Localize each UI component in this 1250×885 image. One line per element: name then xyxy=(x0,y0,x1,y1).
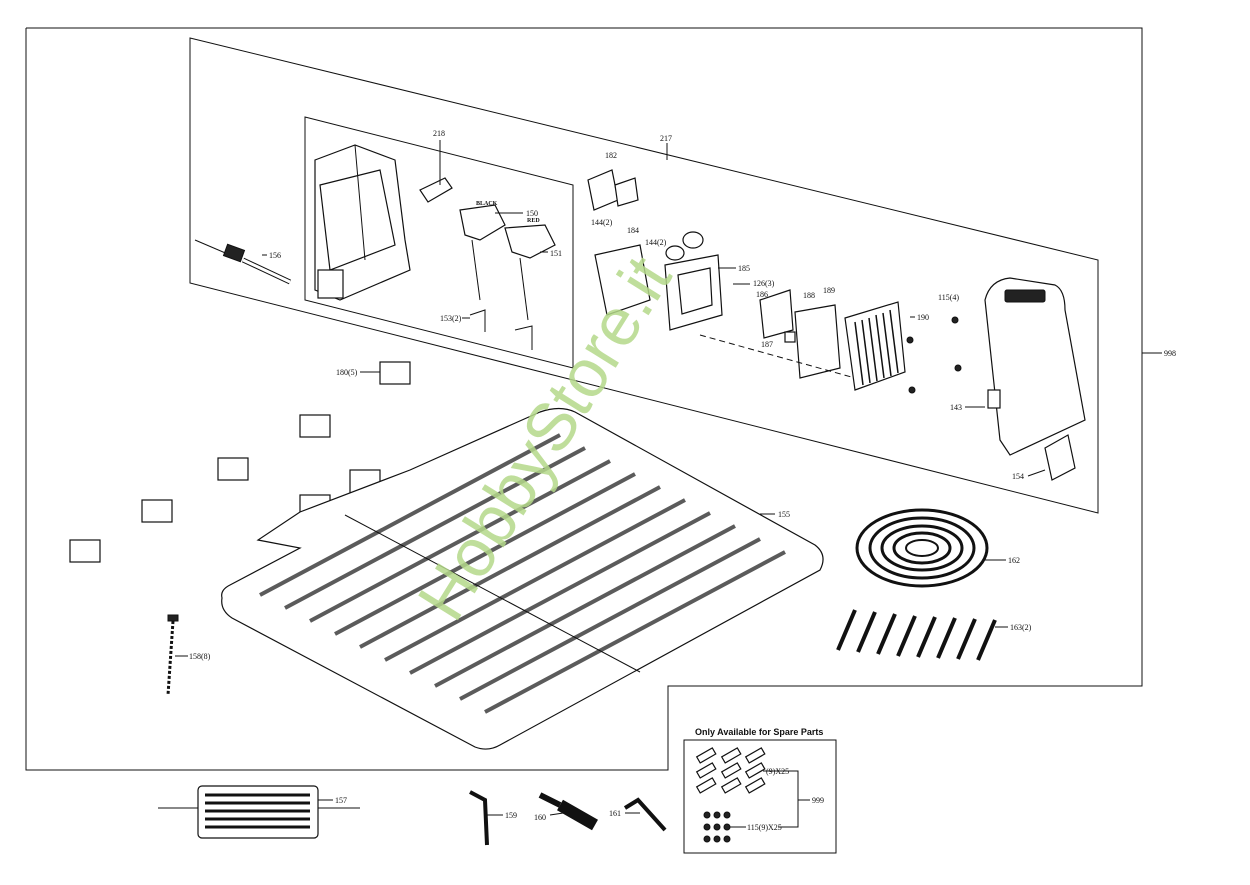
cover-143 xyxy=(984,277,1086,456)
label-159: 159 xyxy=(505,811,517,820)
label-999: 999 xyxy=(812,796,824,805)
label-184: 184 xyxy=(627,226,639,235)
label-153: 153(2) xyxy=(440,314,462,323)
label-115: 115(4) xyxy=(938,293,959,302)
label-185: 185 xyxy=(738,264,750,273)
label-151: 151 xyxy=(550,249,562,258)
label-144-a: 144(2) xyxy=(591,218,613,227)
label-180: 180(5) xyxy=(336,368,358,377)
lid-154 xyxy=(1044,434,1076,481)
pegs-163 xyxy=(836,609,997,661)
label-217: 217 xyxy=(660,134,672,143)
label-red: RED xyxy=(527,218,540,224)
base-plate-155 xyxy=(221,407,824,750)
label-187: 187 xyxy=(761,340,773,349)
label-188: 188 xyxy=(803,291,815,300)
outer-frame xyxy=(25,27,1143,771)
power-cable xyxy=(194,239,292,285)
frame-184 xyxy=(594,244,651,316)
label-998: 998 xyxy=(1164,349,1176,358)
label-126: 126(3) xyxy=(753,279,775,288)
label-182: 182 xyxy=(605,151,617,160)
label-screws: 115(9)X25 xyxy=(747,823,782,832)
bracket xyxy=(419,177,453,203)
label-162: 162 xyxy=(1008,556,1020,565)
label-157: 157 xyxy=(335,796,347,805)
connector-box-157 xyxy=(158,785,360,839)
label-143: 143 xyxy=(950,403,962,412)
label-154: 154 xyxy=(1012,472,1024,481)
label-189: 189 xyxy=(823,286,835,295)
connector-red xyxy=(504,224,556,350)
charging-housing xyxy=(314,144,411,301)
label-160: 160 xyxy=(534,813,546,822)
spare-screws xyxy=(703,811,731,843)
panel-218 xyxy=(304,116,574,369)
label-161: 161 xyxy=(609,809,621,818)
label-186: 186 xyxy=(756,290,768,299)
label-163: 163(2) xyxy=(1010,623,1032,632)
label-144-b: 144(2) xyxy=(645,238,667,247)
connector-black xyxy=(459,204,506,332)
tool-160 xyxy=(538,792,598,831)
label-155: 155 xyxy=(778,510,790,519)
leader-lines xyxy=(175,140,1162,816)
label-150: 150 xyxy=(526,209,538,218)
label-black: BLACK xyxy=(476,201,498,207)
hex-key-159 xyxy=(469,790,489,846)
spare-blades xyxy=(695,747,766,794)
wire-coil-162 xyxy=(855,508,989,588)
label-218: 218 xyxy=(433,129,445,138)
pcb-182 xyxy=(587,169,639,211)
seal-187 xyxy=(784,331,796,343)
heatsink-190 xyxy=(844,301,906,391)
label-158: 158(8) xyxy=(189,652,211,661)
dashed-guide xyxy=(699,334,856,379)
label-156: 156 xyxy=(269,251,281,260)
spare-parts-title: Only Available for Spare Parts xyxy=(695,727,823,737)
screws xyxy=(906,316,962,394)
hex-key-161 xyxy=(623,797,667,832)
spare-parts-box xyxy=(683,739,837,854)
gasket-189 xyxy=(794,304,841,379)
panel-217 xyxy=(189,37,1099,514)
label-blades: (9)X25 xyxy=(766,767,789,776)
pcb-186 xyxy=(759,289,794,339)
label-190: 190 xyxy=(917,313,929,322)
housing-185 xyxy=(664,231,723,331)
ground-screw-158 xyxy=(166,614,179,696)
